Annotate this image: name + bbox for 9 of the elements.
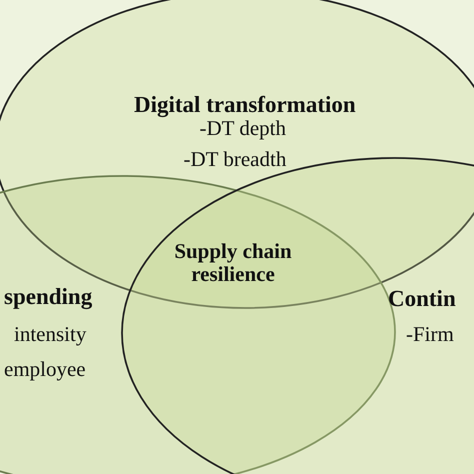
- overlap-label: Supply chain resilience: [173, 240, 293, 286]
- set-item: employee: [4, 358, 86, 382]
- set-item: -Firm: [406, 323, 454, 346]
- set-item: -DT depth: [200, 117, 286, 140]
- set-item: intensity: [14, 323, 86, 346]
- set-title: Digital transformation: [134, 92, 356, 118]
- set-item: -DT breadth: [184, 148, 286, 172]
- set-title: spending: [4, 284, 92, 310]
- set-title: Contin: [388, 286, 456, 312]
